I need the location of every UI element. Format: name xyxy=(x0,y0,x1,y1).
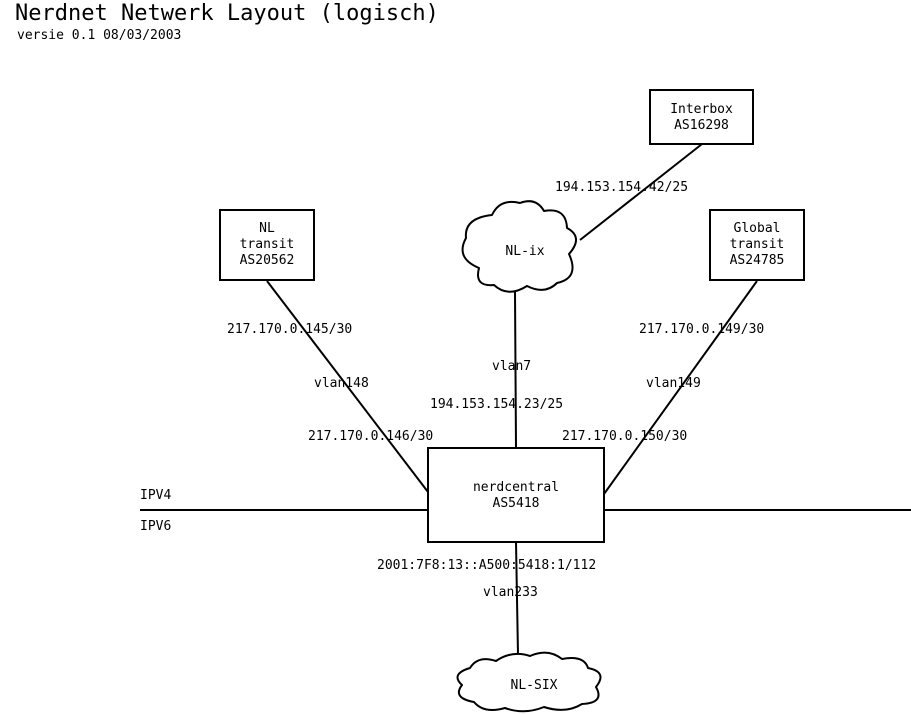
node-interbox-name: Interbox xyxy=(670,102,733,117)
page-subtitle: versie 0.1 08/03/2003 xyxy=(17,28,181,43)
node-nl-transit: NL transit AS20562 xyxy=(219,209,315,281)
link-nltransit-nerdcentral xyxy=(266,280,429,493)
node-nl-transit-line1: NL xyxy=(259,221,275,236)
link-nltransit-vlan: vlan148 xyxy=(314,376,369,391)
node-nl-ix-label: NL-ix xyxy=(505,244,544,259)
node-interbox-as: AS16298 xyxy=(674,118,729,133)
link-interbox-ip: 194.153.154.42/25 xyxy=(555,180,688,195)
link-nltransit-ip-remote: 217.170.0.145/30 xyxy=(227,322,352,337)
link-nlsix-vlan: vlan233 xyxy=(483,585,538,600)
node-interbox-box xyxy=(649,89,754,145)
node-nerdcentral: nerdcentral AS5418 xyxy=(427,447,605,543)
node-global-transit-as: AS24785 xyxy=(730,253,785,268)
node-global-transit-line2: transit xyxy=(730,237,785,252)
node-global-transit: Global transit AS24785 xyxy=(709,209,805,281)
link-globaltransit-ip-local: 217.170.0.150/30 xyxy=(562,429,687,444)
link-nltransit-ip-local: 217.170.0.146/30 xyxy=(308,429,433,444)
link-nlix-vlan: vlan7 xyxy=(492,359,531,374)
node-nerdcentral-as: AS5418 xyxy=(493,496,540,511)
cloud-icon xyxy=(461,200,577,293)
node-nl-six: NL-SIX xyxy=(456,651,602,713)
link-interbox-nlix xyxy=(579,143,703,241)
link-nerdcentral-nlsix xyxy=(515,541,519,656)
node-nl-transit-as: AS20562 xyxy=(240,253,295,268)
page-title: Nerdnet Netwerk Layout (logisch) xyxy=(15,1,439,26)
link-globaltransit-ip-remote: 217.170.0.149/30 xyxy=(639,322,764,337)
link-globaltransit-nerdcentral xyxy=(603,280,758,495)
link-nlix-nerdcentral xyxy=(514,291,517,449)
node-nerdcentral-box xyxy=(427,447,605,543)
cloud-icon xyxy=(456,651,602,713)
node-global-transit-line1: Global xyxy=(734,221,781,236)
link-globaltransit-vlan: vlan149 xyxy=(646,376,701,391)
link-nlix-ip-local: 194.153.154.23/25 xyxy=(430,397,563,412)
node-nl-ix: NL-ix xyxy=(461,200,577,293)
node-nl-six-label: NL-SIX xyxy=(511,678,558,693)
node-nl-transit-line2: transit xyxy=(240,237,295,252)
node-nerdcentral-name: nerdcentral xyxy=(473,480,559,495)
backbone-ipv6-label: IPV6 xyxy=(140,519,171,534)
node-interbox: Interbox AS16298 xyxy=(649,89,754,145)
node-nl-transit-box xyxy=(219,209,315,281)
link-nlsix-ip-local: 2001:7F8:13::A500:5418:1/112 xyxy=(377,558,596,573)
node-global-transit-box xyxy=(709,209,805,281)
backbone-ipv4-label: IPV4 xyxy=(140,488,171,503)
